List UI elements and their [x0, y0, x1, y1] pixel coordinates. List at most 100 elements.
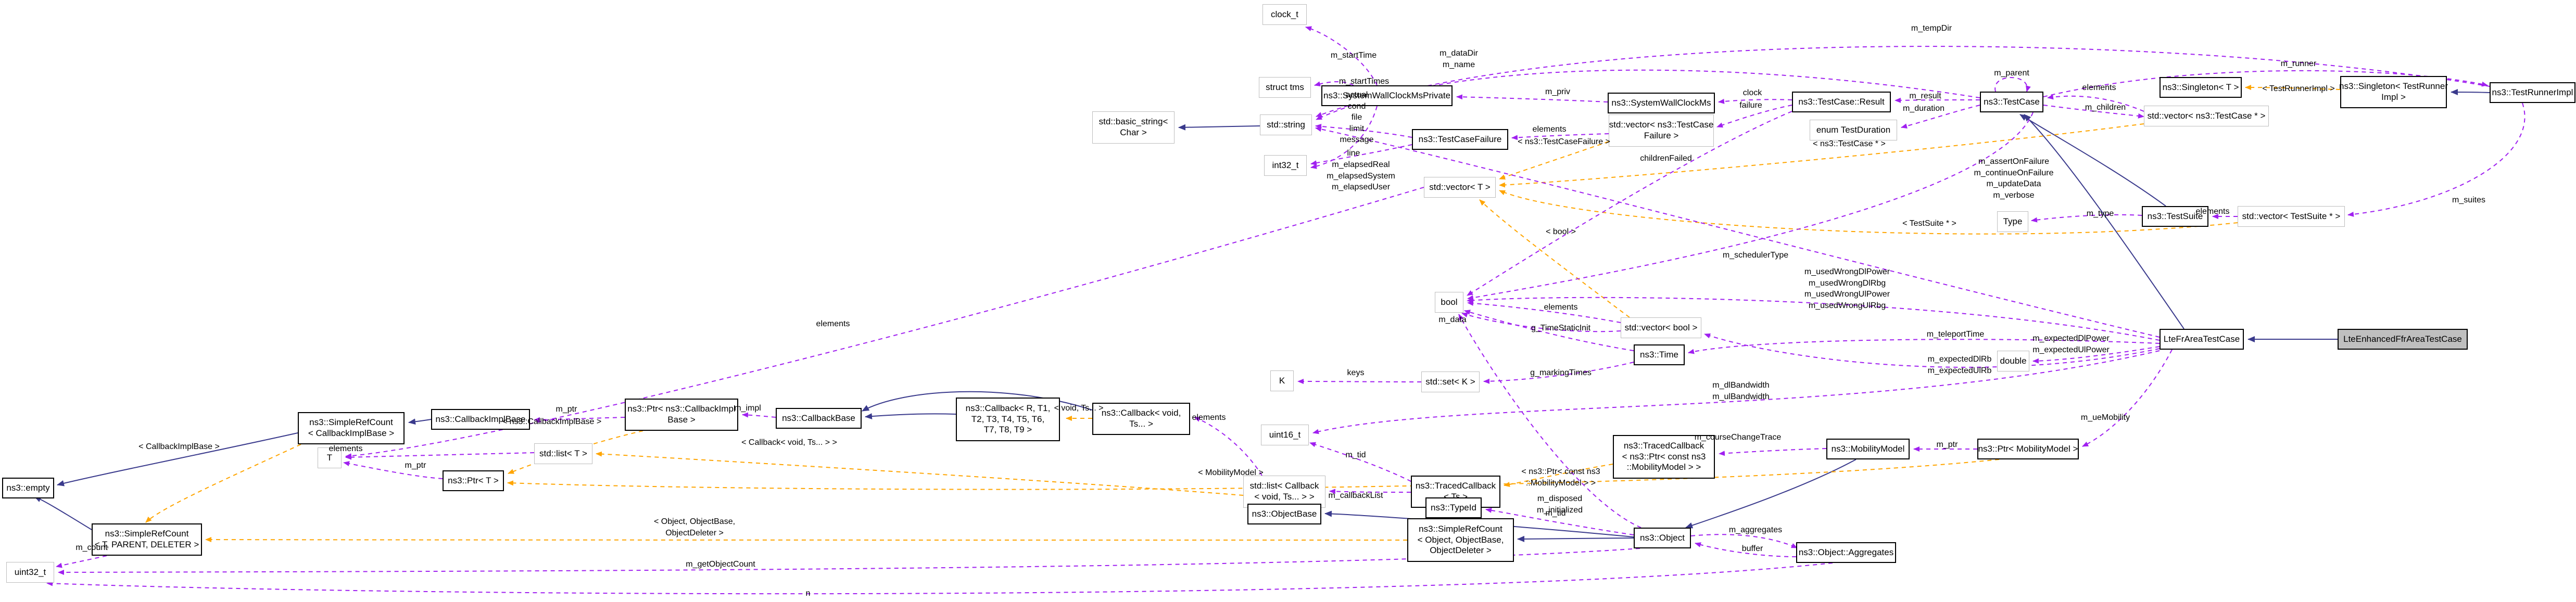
node-label: ns3::SystemWallClockMsPrivate — [1323, 90, 1451, 100]
node-label: ns3::Ptr< T > — [448, 475, 499, 485]
node-label: ::MobilityModel > > — [1626, 462, 1701, 472]
node-label: Type — [2003, 216, 2023, 226]
edge-label: m_schedulerType — [1722, 251, 1789, 260]
edge-m-data — [1461, 312, 1621, 332]
edge-vector-testsuiteptr-inst-vector-t — [1499, 190, 2238, 235]
node-object[interactable]: ns3::Object — [1634, 528, 1691, 548]
edge-label: m_ptr — [1936, 440, 1958, 449]
edge-m-callbackList — [1329, 489, 1411, 494]
node-label: uint16_t — [1269, 429, 1301, 440]
node-label: ns3::SimpleRefCount — [105, 529, 189, 539]
node-ptr-mobility-model[interactable]: ns3::Ptr< MobilityModel > — [1977, 439, 2079, 459]
edge-src-cib-inherits-empty — [57, 432, 298, 486]
edge-label: m_data — [1438, 315, 1467, 324]
edge-m-schedulerType — [1315, 126, 2160, 338]
node-struct-tms: struct tms — [1259, 77, 1311, 98]
node-label: ns3::MobilityModel — [1831, 443, 1905, 454]
node-label: Char > — [1120, 127, 1147, 137]
edge-m-impl — [742, 412, 776, 418]
edge-label: m_count — [75, 543, 108, 552]
node-system-wall-clock-ms[interactable]: ns3::SystemWallClockMs — [1608, 93, 1715, 113]
edge-label: m_tid — [1345, 451, 1366, 459]
edge-result-failure — [1716, 105, 1792, 128]
edge-label: m_assertOnFailure m_continueOnFailure m_… — [1974, 157, 2054, 200]
edge-label: m_aggregates — [1728, 526, 1783, 534]
node-list-t: std::list< T > — [534, 443, 592, 464]
node-ns3-empty[interactable]: ns3::empty — [2, 478, 54, 498]
node-callback-impl-base[interactable]: ns3::CallbackImplBase — [431, 409, 530, 430]
edge-label: elements — [1544, 303, 1578, 312]
edge-label: m_ptr — [405, 461, 426, 470]
edge-label: m_tempDir — [1911, 24, 1952, 33]
node-label: std::vector< T > — [1429, 182, 1491, 192]
node-label: ns3::SimpleRefCount — [1419, 523, 1502, 534]
node-label: ns3::TestRunnerImpl — [2492, 87, 2573, 97]
node-test-case-failure[interactable]: ns3::TestCaseFailure — [1412, 129, 1508, 150]
edge-label: < void, Ts... > — [1054, 404, 1104, 413]
node-traced-callback-mobility[interactable]: ns3::TracedCallback< ns3::Ptr< const ns3… — [1613, 435, 1715, 479]
node-singleton-t[interactable]: ns3::Singleton< T > — [2160, 77, 2242, 98]
node-mobility-model[interactable]: ns3::MobilityModel — [1826, 439, 1910, 459]
node-simple-ref-count-object[interactable]: ns3::SimpleRefCount< Object, ObjectBase,… — [1407, 518, 1514, 562]
node-simple-ref-count-callback-impl-base[interactable]: ns3::SimpleRefCount< CallbackImplBase > — [298, 412, 405, 444]
node-lte-fr-area-test-case[interactable]: LteFrAreaTestCase — [2160, 329, 2244, 350]
edge-label: elements — [2195, 207, 2230, 216]
edge-m-disposed-initialized — [1458, 314, 1641, 528]
node-type-id[interactable]: ns3::TypeId — [1425, 497, 1482, 518]
edge-label: < Object, ObjectBase, ObjectDeleter > — [653, 517, 736, 537]
edge-callback-r-inherits-callbackbase — [865, 413, 956, 420]
node-bool: bool — [1435, 292, 1463, 313]
node-label: K — [1279, 375, 1285, 386]
edge-object-inherits-src-object — [1517, 535, 1634, 542]
node-vector-t: std::vector< T > — [1424, 177, 1496, 198]
node-label: enum TestDuration — [1816, 124, 1891, 135]
node-test-case[interactable]: ns3::TestCase — [1980, 92, 2043, 112]
node-label: T2, T3, T4, T5, T6, — [971, 414, 1045, 424]
node-object-base[interactable]: ns3::ObjectBase — [1247, 504, 1321, 524]
edge-label: m_priv — [1545, 87, 1571, 96]
node-simple-ref-count-t[interactable]: ns3::SimpleRefCount< T, PARENT, DELETER … — [92, 523, 202, 556]
node-label: ns3::TestCase — [1984, 96, 2040, 107]
node-label: int32_t — [1272, 160, 1299, 170]
edge-label: m_type — [2086, 209, 2114, 218]
node-time[interactable]: ns3::Time — [1634, 344, 1685, 365]
node-label: std::set< K > — [1425, 376, 1475, 387]
node-label: LteFrAreaTestCase — [2163, 334, 2240, 344]
edge-result-clock — [1718, 98, 1792, 104]
node-test-runner-impl[interactable]: ns3::TestRunnerImpl — [2490, 82, 2575, 103]
edge-label: g_markingTimes — [1530, 368, 1592, 377]
node-system-wall-clock-ms-private[interactable]: ns3::SystemWallClockMsPrivate — [1321, 85, 1453, 106]
node-label: std::vector< ns3::TestCase — [1609, 120, 1714, 130]
node-callback-void-ts[interactable]: ns3::Callback< void,Ts... > — [1092, 403, 1190, 435]
edge-string-inherits-basic-string — [1178, 124, 1260, 131]
edge-label: keys — [1347, 368, 1365, 377]
node-label: ns3::Ptr< MobilityModel > — [1978, 443, 2078, 454]
node-test-case-result[interactable]: ns3::TestCase::Result — [1792, 92, 1891, 112]
edge-callbackimplbase-inherits-src — [408, 418, 432, 425]
edge-label: m_impl — [734, 404, 761, 413]
edge-m-children — [2043, 105, 2144, 119]
node-enum-test-duration: enum TestDuration — [1810, 120, 1897, 140]
node-callback-base[interactable]: ns3::CallbackBase — [776, 408, 862, 429]
node-object-aggregates[interactable]: ns3::Object::Aggregates — [1796, 542, 1896, 563]
node-ptr-t[interactable]: ns3::Ptr< T > — [443, 470, 504, 491]
node-uint16-t: uint16_t — [1261, 425, 1309, 445]
edge-m-count — [56, 555, 107, 568]
edge-vector-tcf-elements — [1511, 133, 1609, 140]
node-t: T — [318, 447, 342, 468]
edge-label: elements — [1532, 125, 1567, 134]
node-callback-r-t1-t9[interactable]: ns3::Callback< R, T1,T2, T3, T4, T5, T6,… — [956, 398, 1060, 441]
edge-label: < ns3::CallbackImplBase > — [502, 417, 602, 426]
node-label: < void, Ts... > > — [1254, 492, 1315, 502]
node-label: ns3::TracedCallback — [1623, 440, 1704, 451]
node-test-suite[interactable]: ns3::TestSuite — [2142, 206, 2208, 227]
edge-label: elements — [1192, 413, 1226, 422]
edge-label: < ns3::TestCaseFailure > — [1518, 137, 1610, 146]
node-k: K — [1270, 370, 1294, 391]
node-label: T — [326, 452, 333, 463]
node-vector-bool: std::vector< bool > — [1621, 317, 1701, 338]
node-uint32-t: uint32_t — [6, 562, 54, 583]
